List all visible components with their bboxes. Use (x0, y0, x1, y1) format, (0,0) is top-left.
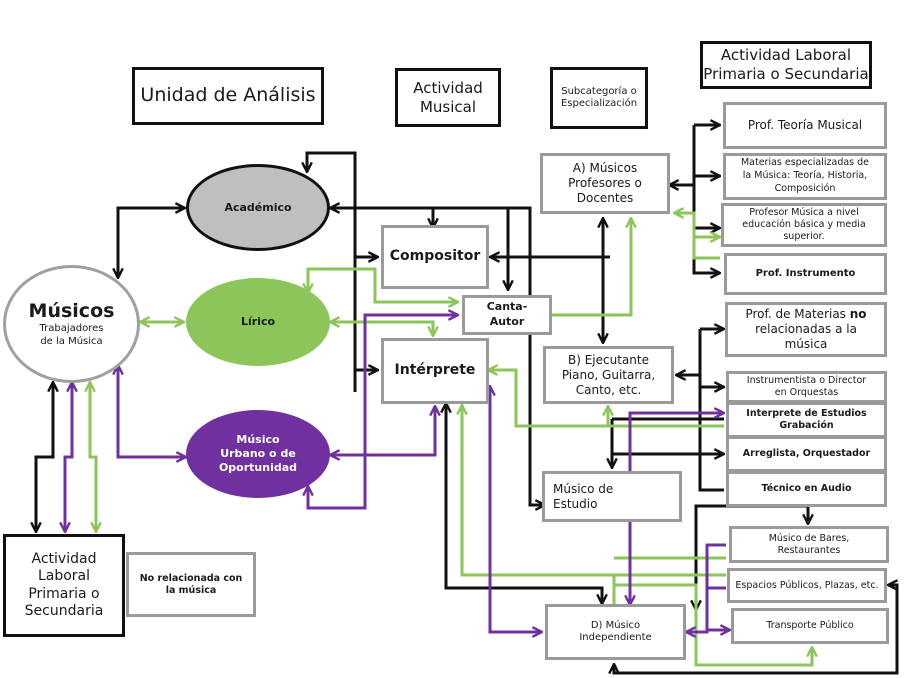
connector (462, 405, 812, 667)
bottom-no-relacionada: No relacionada con la música (126, 552, 256, 617)
labor-prof-instrumento: Prof. Instrumento (724, 253, 887, 295)
labor-profesor-basica: Profesor Música a nivel educación básica… (721, 203, 887, 247)
musicos-node: Músicos Trabajadores de la Música (3, 265, 140, 383)
connector (490, 386, 542, 632)
header-subcategoria: Subcategoría o Especialización (550, 67, 648, 129)
header-unidad-de-analisis: Unidad de Análisis (132, 67, 324, 125)
header-actividad-musical: Actividad Musical (395, 68, 501, 127)
academico-node: Académico (186, 164, 330, 251)
subcat-c-estudio: Músico de Estudio (542, 471, 682, 522)
labor-tecnico-audio: Técnico en Audio (726, 471, 887, 507)
bottom-actividad-laboral: Actividad Laboral Primaria o Secundaria (3, 534, 125, 637)
connector (686, 543, 730, 632)
connector (698, 329, 724, 492)
connector (65, 382, 72, 532)
lirico-node: Lírico (186, 278, 330, 366)
connector (330, 406, 435, 455)
urbano-node: Músico Urbano o de Oportunidad (186, 410, 330, 498)
connector (118, 365, 186, 457)
connector (530, 218, 631, 315)
compositor-node: Compositor (381, 225, 489, 289)
connector (308, 267, 458, 302)
connector (674, 213, 720, 260)
labor-materias-especializadas: Materias especializadas de la Música: Te… (723, 153, 887, 200)
labor-no-rel-text: Prof. de Materias no relacionadas a la m… (745, 307, 867, 351)
subcat-b-ejecutante: B) Ejecutante Piano, Guitarra, Canto, et… (543, 346, 674, 404)
subcat-d-independiente: D) Músico Independiente (545, 604, 686, 660)
connector (308, 315, 458, 510)
canta-autor-node: Canta- Autor (462, 295, 552, 335)
labor-bares: Músico de Bares, Restaurantes (729, 526, 889, 563)
subcat-a-profesores: A) Músicos Profesores o Docentes (540, 153, 670, 214)
labor-arreglista: Arreglista, Orquestador (726, 436, 887, 472)
connector (90, 382, 96, 532)
connector (36, 382, 53, 532)
labor-transporte: Transporte Público (731, 608, 889, 644)
connector (118, 208, 185, 278)
header-actividad-laboral: Actividad Laboral Primaria o Secundaria (700, 41, 872, 89)
labor-materias-no-relacionadas: Prof. de Materias no relacionadas a la m… (725, 302, 887, 357)
connector (614, 585, 899, 675)
interprete-node: Intérprete (381, 338, 489, 404)
musicos-title: Músicos (28, 299, 115, 322)
musicos-subtitle: Trabajadores de la Música (39, 323, 104, 347)
labor-estudios-grabacion: Interprete de Estudios Grabación (726, 402, 887, 438)
connector (330, 322, 433, 336)
labor-orquestas: Instrumentista o Director en Orquestas (726, 371, 887, 403)
connector (630, 413, 724, 605)
labor-espacios-publicos: Espacios Públicos, Plazas, etc. (727, 568, 887, 603)
labor-teoria-musical: Prof. Teoría Musical (723, 102, 887, 149)
